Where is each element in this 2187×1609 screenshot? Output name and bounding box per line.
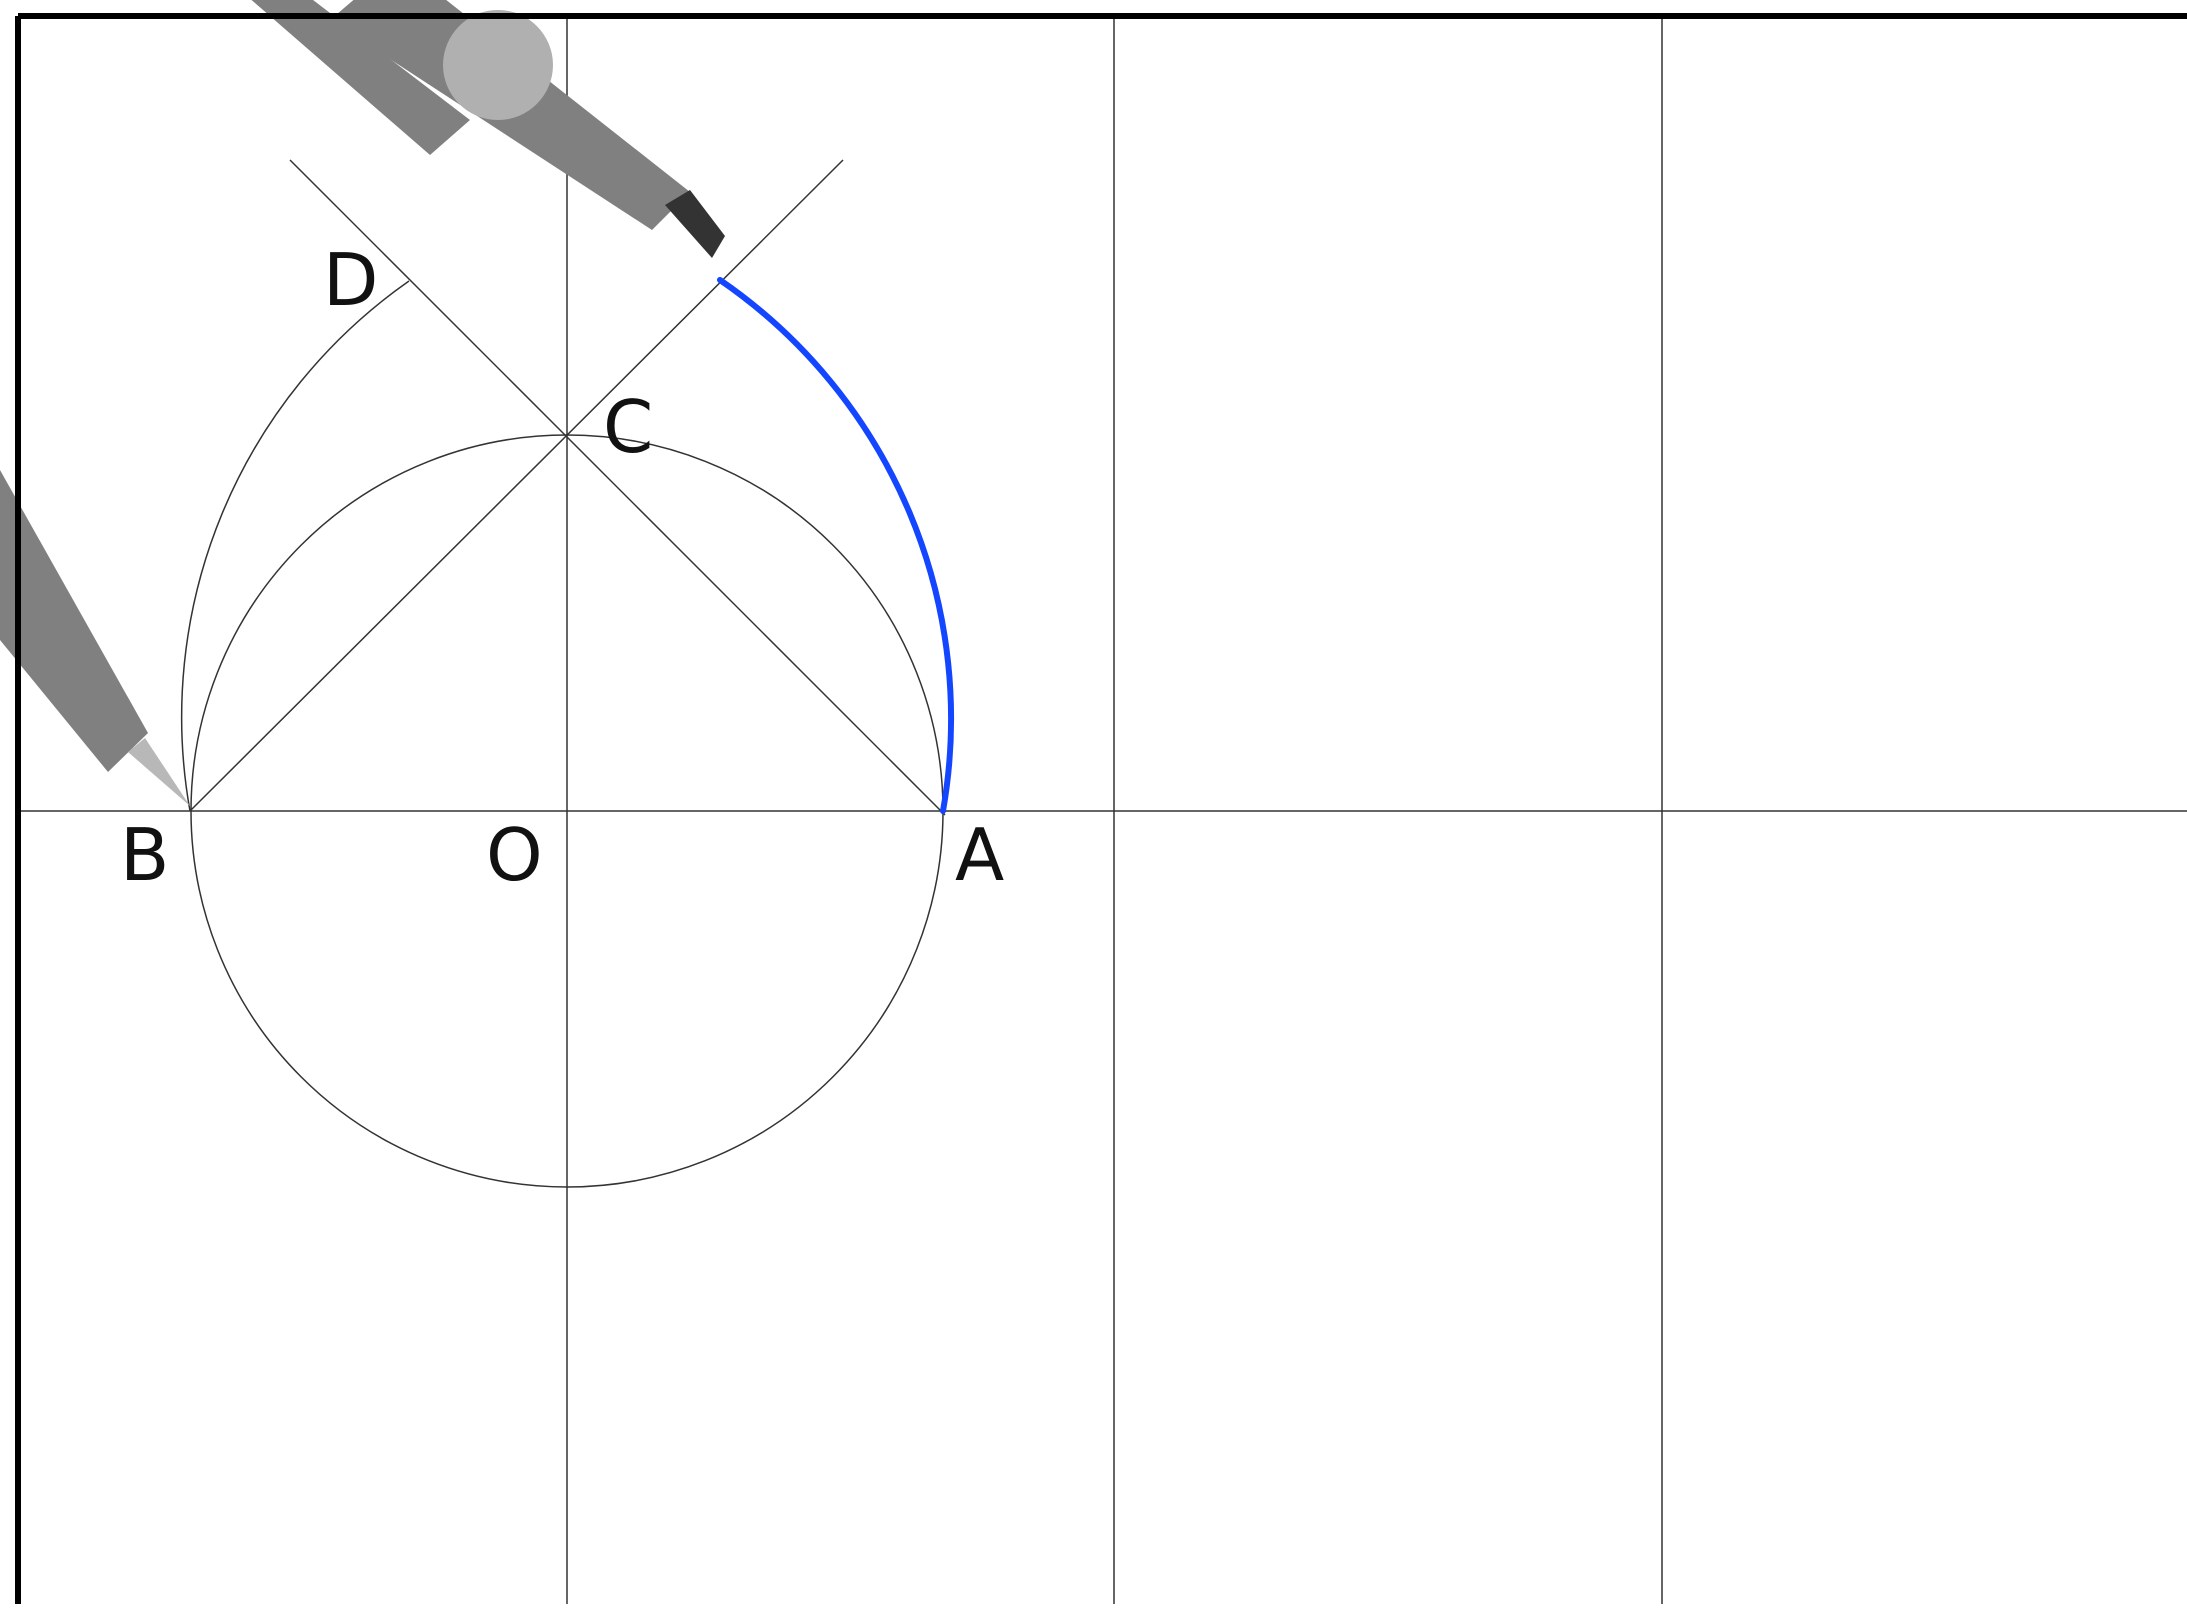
label-point-a: A	[955, 813, 1004, 897]
drawing-compass-icon	[0, 0, 725, 806]
diagonal-line-through-c-to-a	[289, 159, 946, 816]
compass-needle-leg	[0, 470, 148, 772]
compass-upper-arm	[251, 0, 470, 155]
label-point-d: D	[323, 238, 378, 322]
compass-needle-tip	[128, 738, 190, 806]
diagonal-line-through-c-to-b	[189, 159, 844, 812]
label-point-o: O	[486, 813, 543, 897]
label-point-b: B	[120, 813, 169, 897]
compass-pencil-lead	[665, 190, 725, 258]
page-frame	[15, 13, 2187, 1604]
label-point-c: C	[603, 385, 653, 469]
compass-hinge	[443, 10, 553, 120]
highlighted-arc-a-to-c-ray	[717, 277, 955, 814]
arc-b-to-d	[180, 280, 410, 812]
grid-lines	[18, 16, 2187, 1604]
construction-lines	[180, 159, 946, 1188]
point-labels: B O A C D	[120, 238, 1004, 897]
